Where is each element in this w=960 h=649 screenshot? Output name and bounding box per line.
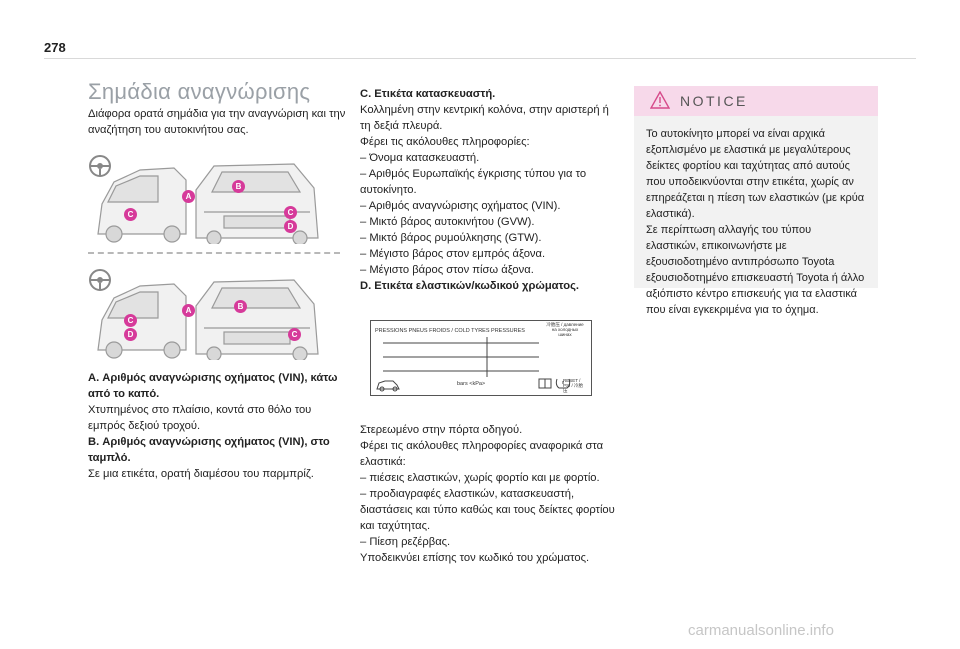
figure-divider xyxy=(88,252,340,254)
list-item: – Αριθμός αναγνώρισης οχήματος (VIN). xyxy=(360,200,561,212)
notice-title: NOTICE xyxy=(680,93,748,109)
intro-text: Διάφορα ορατά σημάδια για την αναγνώριση… xyxy=(88,108,346,136)
list-item: – Μικτό βάρος ρυμούλκησης (GTW). xyxy=(360,232,542,244)
notice-paragraph: Σε περίπτωση αλλαγής του τύπου ελαστικών… xyxy=(646,224,865,316)
list-item: – πιέσεις ελαστικών, χωρίς φορτίο και με… xyxy=(360,472,600,484)
steering-wheel-icon xyxy=(89,269,111,291)
book-icon xyxy=(538,378,552,389)
steering-wheel-icon xyxy=(89,155,111,177)
item-c-title: C. Ετικέτα κατασκευαστή. xyxy=(360,88,496,100)
notice-body: Το αυτοκίνητο μπορεί να είναι αρχικά εξο… xyxy=(634,116,878,318)
tire-label-unit: bars <kPa> xyxy=(457,381,486,387)
car-icon xyxy=(376,380,400,392)
tire-label-grid xyxy=(376,337,571,392)
right-column: NOTICE Το αυτοκίνητο μπορεί να είναι αρχ… xyxy=(634,86,878,316)
list-item: – Όνομα κατασκευαστή. xyxy=(360,152,480,164)
section-title: Σημάδια αναγνώρισης xyxy=(88,79,311,104)
callout-c: C xyxy=(284,206,297,219)
callout-a: A xyxy=(182,190,195,203)
van-illustration xyxy=(89,269,319,360)
item-a-text: Χτυπημένος στο πλαίσιο, κοντά στο θόλο τ… xyxy=(88,404,312,432)
callout-d: D xyxy=(284,220,297,233)
callout-c: C xyxy=(124,208,137,221)
callout-a: A xyxy=(182,304,195,317)
list-item: – προδιαγραφές ελαστικών, κατασκευαστή, … xyxy=(360,488,615,532)
van-figure-rhd: A B C D C xyxy=(88,268,350,360)
warning-triangle-icon xyxy=(650,91,670,109)
callout-b: B xyxy=(232,180,245,193)
callout-b: B xyxy=(234,300,247,313)
tire-pressure-label-figure: PRESSIONS PNEUS FROIDS / COLD TYRES PRES… xyxy=(370,320,592,396)
van-figure-lhd: A B C C D xyxy=(88,152,350,244)
tpms-warning-icon xyxy=(555,378,571,389)
page-number: 278 xyxy=(44,40,66,55)
tire-label-note: RESET / PSI / 冷胎压 xyxy=(563,378,584,393)
list-item: – Μέγιστο βάρος στον πίσω άξονα. xyxy=(360,264,534,276)
item-a-title: A. Αριθμός αναγνώρισης οχήματος (VIN), κ… xyxy=(88,372,338,400)
tire-label-header-alt: 冷胎压 / давление на холодных шинах xyxy=(546,322,584,337)
callout-c: C xyxy=(124,314,137,327)
item-d-text: Στερεωμένο στην πόρτα οδηγού. xyxy=(360,424,523,436)
callout-d: D xyxy=(124,328,137,341)
middle-column: C. Ετικέτα κατασκευαστή. Κολλημένη στην … xyxy=(360,86,622,566)
notice-paragraph: Το αυτοκίνητο μπορεί να είναι αρχικά εξο… xyxy=(646,128,865,220)
header-divider xyxy=(44,58,916,59)
list-item: – Πίεση ρεζέρβας. xyxy=(360,536,451,548)
watermark: carmanualsonline.info xyxy=(688,622,834,639)
item-b-text: Σε μια ετικέτα, ορατή διαμέσου του παρμπ… xyxy=(88,468,314,480)
left-column: Σημάδια αναγνώρισης Διάφορα ορατά σημάδι… xyxy=(88,79,350,482)
notice-box: NOTICE Το αυτοκίνητο μπορεί να είναι αρχ… xyxy=(634,86,878,316)
list-item: – Αριθμός Ευρωπαϊκής έγκρισης τύπου για … xyxy=(360,168,587,196)
notice-header: NOTICE xyxy=(634,86,878,116)
callout-c: C xyxy=(288,328,301,341)
van-illustration xyxy=(89,155,319,244)
list-item: – Μέγιστο βάρος στον εμπρός άξονα. xyxy=(360,248,546,260)
item-c-text: Κολλημένη στην κεντρική κολόνα, στην αρι… xyxy=(360,104,609,132)
list-item: – Μικτό βάρος αυτοκινήτου (GVW). xyxy=(360,216,535,228)
item-b-title: B. Αριθμός αναγνώρισης οχήματος (VIN), σ… xyxy=(88,436,330,464)
item-d-color-code: Υποδεικνύει επίσης τον κωδικό του χρώματ… xyxy=(360,552,590,564)
tire-label-header: PRESSIONS PNEUS FROIDS / COLD TYRES PRES… xyxy=(375,328,525,334)
item-d-intro: Φέρει τις ακόλουθες πληροφορίες αναφορικ… xyxy=(360,440,604,468)
item-c-intro: Φέρει τις ακόλουθες πληροφορίες: xyxy=(360,136,530,148)
item-d-title: D. Ετικέτα ελαστικών/κωδικού χρώματος. xyxy=(360,280,579,292)
